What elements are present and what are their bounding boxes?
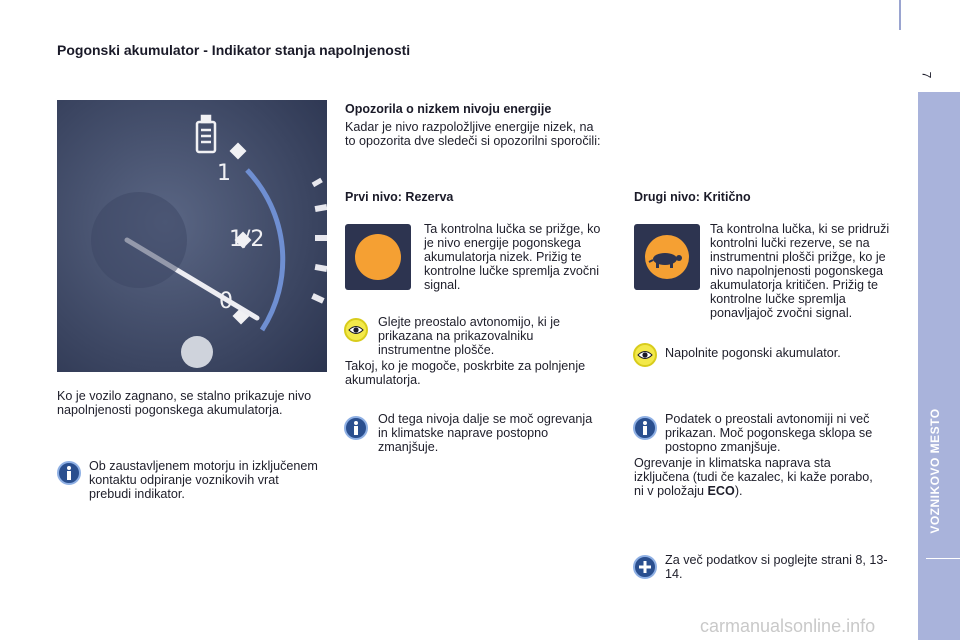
level2-extra-text: Ogrevanje in klimatska naprava sta izklj…: [634, 456, 884, 498]
watermark: carmanualsonline.info: [700, 616, 876, 636]
page-title: Pogonski akumulator - Indikator stanja n…: [57, 42, 411, 58]
chapter-side-bar: [918, 0, 960, 640]
reserve-lamp-icon: [355, 234, 401, 280]
chapter-side-bar-top: [918, 0, 960, 92]
chapter-label: VOZNIKOVO MESTO: [928, 408, 942, 534]
level2-extra-after: ).: [734, 484, 743, 498]
warnings-intro: Kadar je nivo razpoložljive energije niz…: [345, 120, 601, 148]
eye-icon: [633, 343, 657, 367]
wake-info-note: Ob zaustavljenem motorju in izključenem …: [89, 459, 318, 501]
info-icon: [57, 461, 81, 485]
reserve-warning-lamp: [345, 224, 411, 290]
level1-info-note: Od tega nivoja dalje se moč ogrevanja in…: [378, 412, 593, 454]
level1-eye-note: Glejte preostalo avtonomijo, ki je prika…: [378, 315, 561, 357]
level2-extra-before: Ogrevanje in klimatska naprava sta izklj…: [634, 456, 873, 498]
plus-icon: [633, 555, 657, 579]
secondary-dial: [311, 177, 328, 304]
warnings-heading: Opozorila o nizkem nivoju energije: [345, 102, 552, 116]
level2-plus-note: Za več podatkov si poglejte strani 8, 13…: [665, 553, 888, 581]
level2-lamp-text: Ta kontrolna lučka, ki se pridruži kontr…: [710, 222, 890, 320]
level2-info-note: Podatek o preostali avtonomiji ni več pr…: [665, 412, 873, 454]
level1-extra-text: Takoj, ko je mogoče, poskrbite za polnje…: [345, 359, 586, 387]
turtle-icon: [645, 235, 689, 279]
level2-eye-note: Napolnite pogonski akumulator.: [665, 346, 841, 360]
battery-gauge-illustration: 1 1/2 0: [57, 100, 328, 372]
gauge-intro-text: Ko je vozilo zagnano, se stalno prikazuj…: [57, 389, 312, 417]
chapter-separator: [926, 558, 960, 559]
info-icon: [344, 416, 368, 440]
eco-label: ECO: [707, 484, 735, 498]
page-number: 7: [919, 71, 934, 79]
level2-heading: Drugi nivo: Kritično: [634, 190, 751, 204]
info-icon: [633, 416, 657, 440]
battery-pictogram: [195, 114, 217, 154]
critical-warning-lamp: [634, 224, 700, 290]
gauge-mark-1: 1: [217, 161, 231, 186]
eye-icon: [344, 318, 368, 342]
level1-heading: Prvi nivo: Rezerva: [345, 190, 454, 204]
level1-lamp-text: Ta kontrolna lučka se prižge, ko je nivo…: [424, 222, 601, 292]
gauge-mark-half: 1/2: [229, 227, 264, 252]
top-divider-line: [899, 0, 901, 30]
